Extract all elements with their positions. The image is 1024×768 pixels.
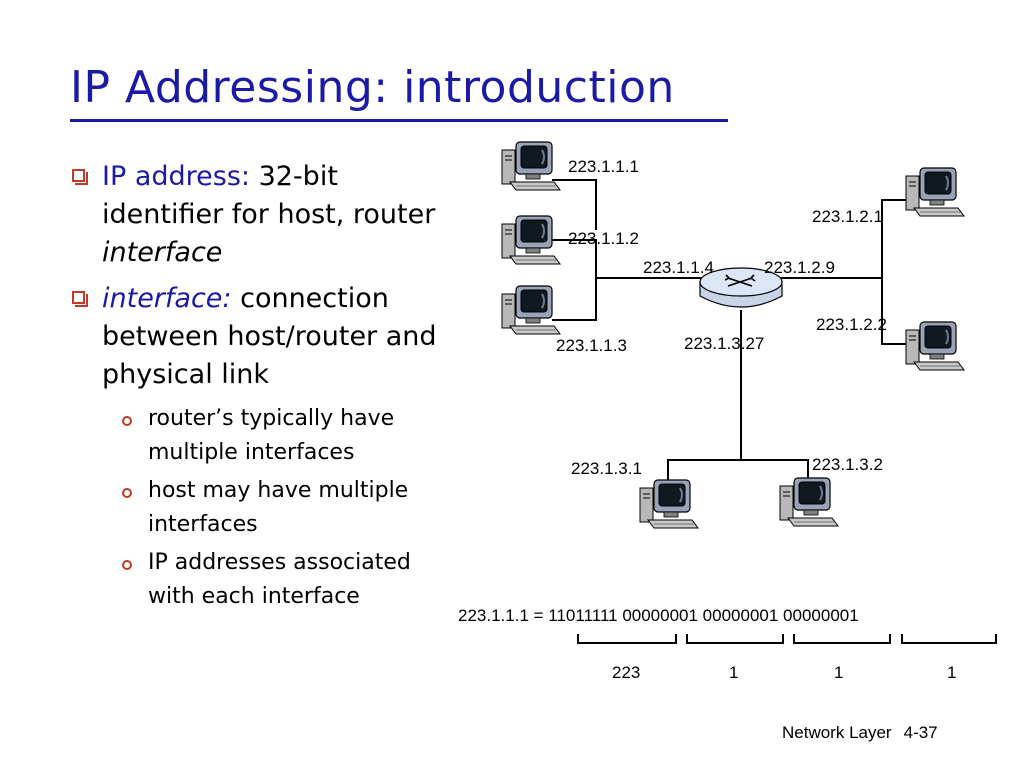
bullet-ip-address: IP address: 32-bit identifier for host, …: [70, 158, 460, 272]
ip-label-223-1-3-2: 223.1.3.2: [812, 455, 883, 474]
link-h121: [881, 199, 908, 345]
octet-label: 1: [947, 663, 956, 682]
footer-page-number: 4-37: [903, 723, 938, 742]
ip-label-223-1-1-2: 223.1.1.2: [568, 229, 639, 248]
page-title: IP Addressing: introduction: [70, 62, 675, 113]
bullet-term: interface:: [102, 283, 232, 314]
sub-bullet-text: host may have multiple interfaces: [148, 478, 409, 537]
host-computer-icon: [639, 479, 699, 529]
bullet-italic-text: interface: [102, 237, 223, 268]
ip-label-223-1-2-2: 223.1.2.2: [816, 315, 887, 334]
host-computer-icon: [905, 321, 965, 371]
ip-label-223-1-1-3: 223.1.1.3: [556, 336, 627, 355]
slide-footer: Network Layer 4-37: [782, 723, 938, 743]
ip-label-223-1-3-1: 223.1.3.1: [571, 459, 642, 478]
octet-label: 1: [834, 663, 843, 682]
ip-label-223-1-1-1: 223.1.1.1: [568, 157, 639, 176]
ip-label-223-1-2-1: 223.1.2.1: [812, 207, 883, 226]
sub-bullet: host may have multiple interfaces: [70, 474, 460, 542]
sub-bullet: router’s typically have multiple interfa…: [70, 402, 460, 470]
square-bullet-icon: [72, 169, 88, 185]
host-computer-icon: [779, 477, 839, 527]
host-computer-icon: [501, 285, 561, 335]
sub-bullet-text: router’s typically have multiple interfa…: [148, 406, 395, 465]
host-computer-icon: [905, 167, 965, 217]
ip-label-223-1-3-27: 223.1.3.27: [684, 334, 764, 353]
link-subnet3-bus: [667, 459, 809, 490]
network-links: [552, 179, 908, 490]
sub-bullet: IP addresses associated with each interf…: [70, 546, 460, 614]
circle-bullet-icon: [122, 488, 132, 498]
host-computer-icon: [501, 141, 561, 191]
sub-bullet-list: router’s typically have multiple interfa…: [70, 402, 460, 614]
square-bullet-icon: [72, 291, 88, 307]
bullet-term: IP address:: [102, 161, 250, 192]
ip-label-223-1-2-9: 223.1.2.9: [764, 258, 835, 277]
octet-label: 1: [729, 663, 738, 682]
bullet-text: connection between host/router and physi…: [102, 283, 437, 390]
circle-bullet-icon: [122, 416, 132, 426]
ip-label-223-1-1-4: 223.1.1.4: [643, 258, 714, 277]
octet-brackets: [577, 634, 997, 644]
circle-bullet-icon: [122, 560, 132, 570]
bullet-text: 32-bit identifier for host, router: [102, 161, 436, 230]
link-h112: [552, 239, 597, 321]
bullet-list: IP address: 32-bit identifier for host, …: [70, 158, 460, 618]
sub-bullet-text: IP addresses associated with each interf…: [148, 550, 411, 609]
host-computer-icon: [501, 215, 561, 265]
octet-label: 223: [612, 663, 640, 682]
binary-address-line: 223.1.1.1 = 11011111 00000001 00000001 0…: [458, 606, 859, 625]
footer-section: Network Layer: [782, 723, 892, 742]
title-underline: [70, 119, 728, 122]
link-h111: [552, 179, 597, 230]
router-icon: [699, 267, 783, 308]
bullet-interface: interface: connection between host/route…: [70, 280, 460, 394]
